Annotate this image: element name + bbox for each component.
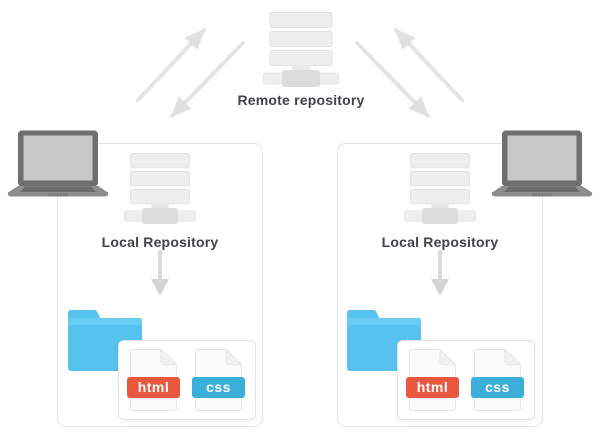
html-file-icon: html: [406, 349, 459, 411]
down-arrow-icon: [431, 250, 449, 296]
remote-repository-label: Remote repository: [237, 92, 365, 108]
sync-arrow-left-up: [136, 28, 206, 102]
css-file-badge: css: [471, 377, 524, 398]
sync-arrow-right-up: [394, 28, 464, 102]
files-card-right: html css: [397, 340, 535, 420]
html-file-badge: html: [127, 377, 180, 398]
css-file-icon: css: [192, 349, 245, 411]
server-icon: [263, 12, 339, 88]
html-file-icon: html: [127, 349, 180, 411]
files-card-left: html css: [118, 340, 256, 420]
laptop-icon: [7, 130, 109, 197]
server-icon: [404, 153, 476, 225]
css-file-icon: css: [471, 349, 524, 411]
local-repository-label-left: Local Repository: [101, 234, 219, 250]
down-arrow-icon: [151, 250, 169, 296]
sync-arrow-left-down: [170, 41, 245, 118]
sync-arrow-right-down: [355, 41, 430, 118]
html-file-badge: html: [406, 377, 459, 398]
css-file-badge: css: [192, 377, 245, 398]
laptop-icon: [491, 130, 593, 197]
local-repository-label-right: Local Repository: [381, 234, 499, 250]
server-icon: [124, 153, 196, 225]
